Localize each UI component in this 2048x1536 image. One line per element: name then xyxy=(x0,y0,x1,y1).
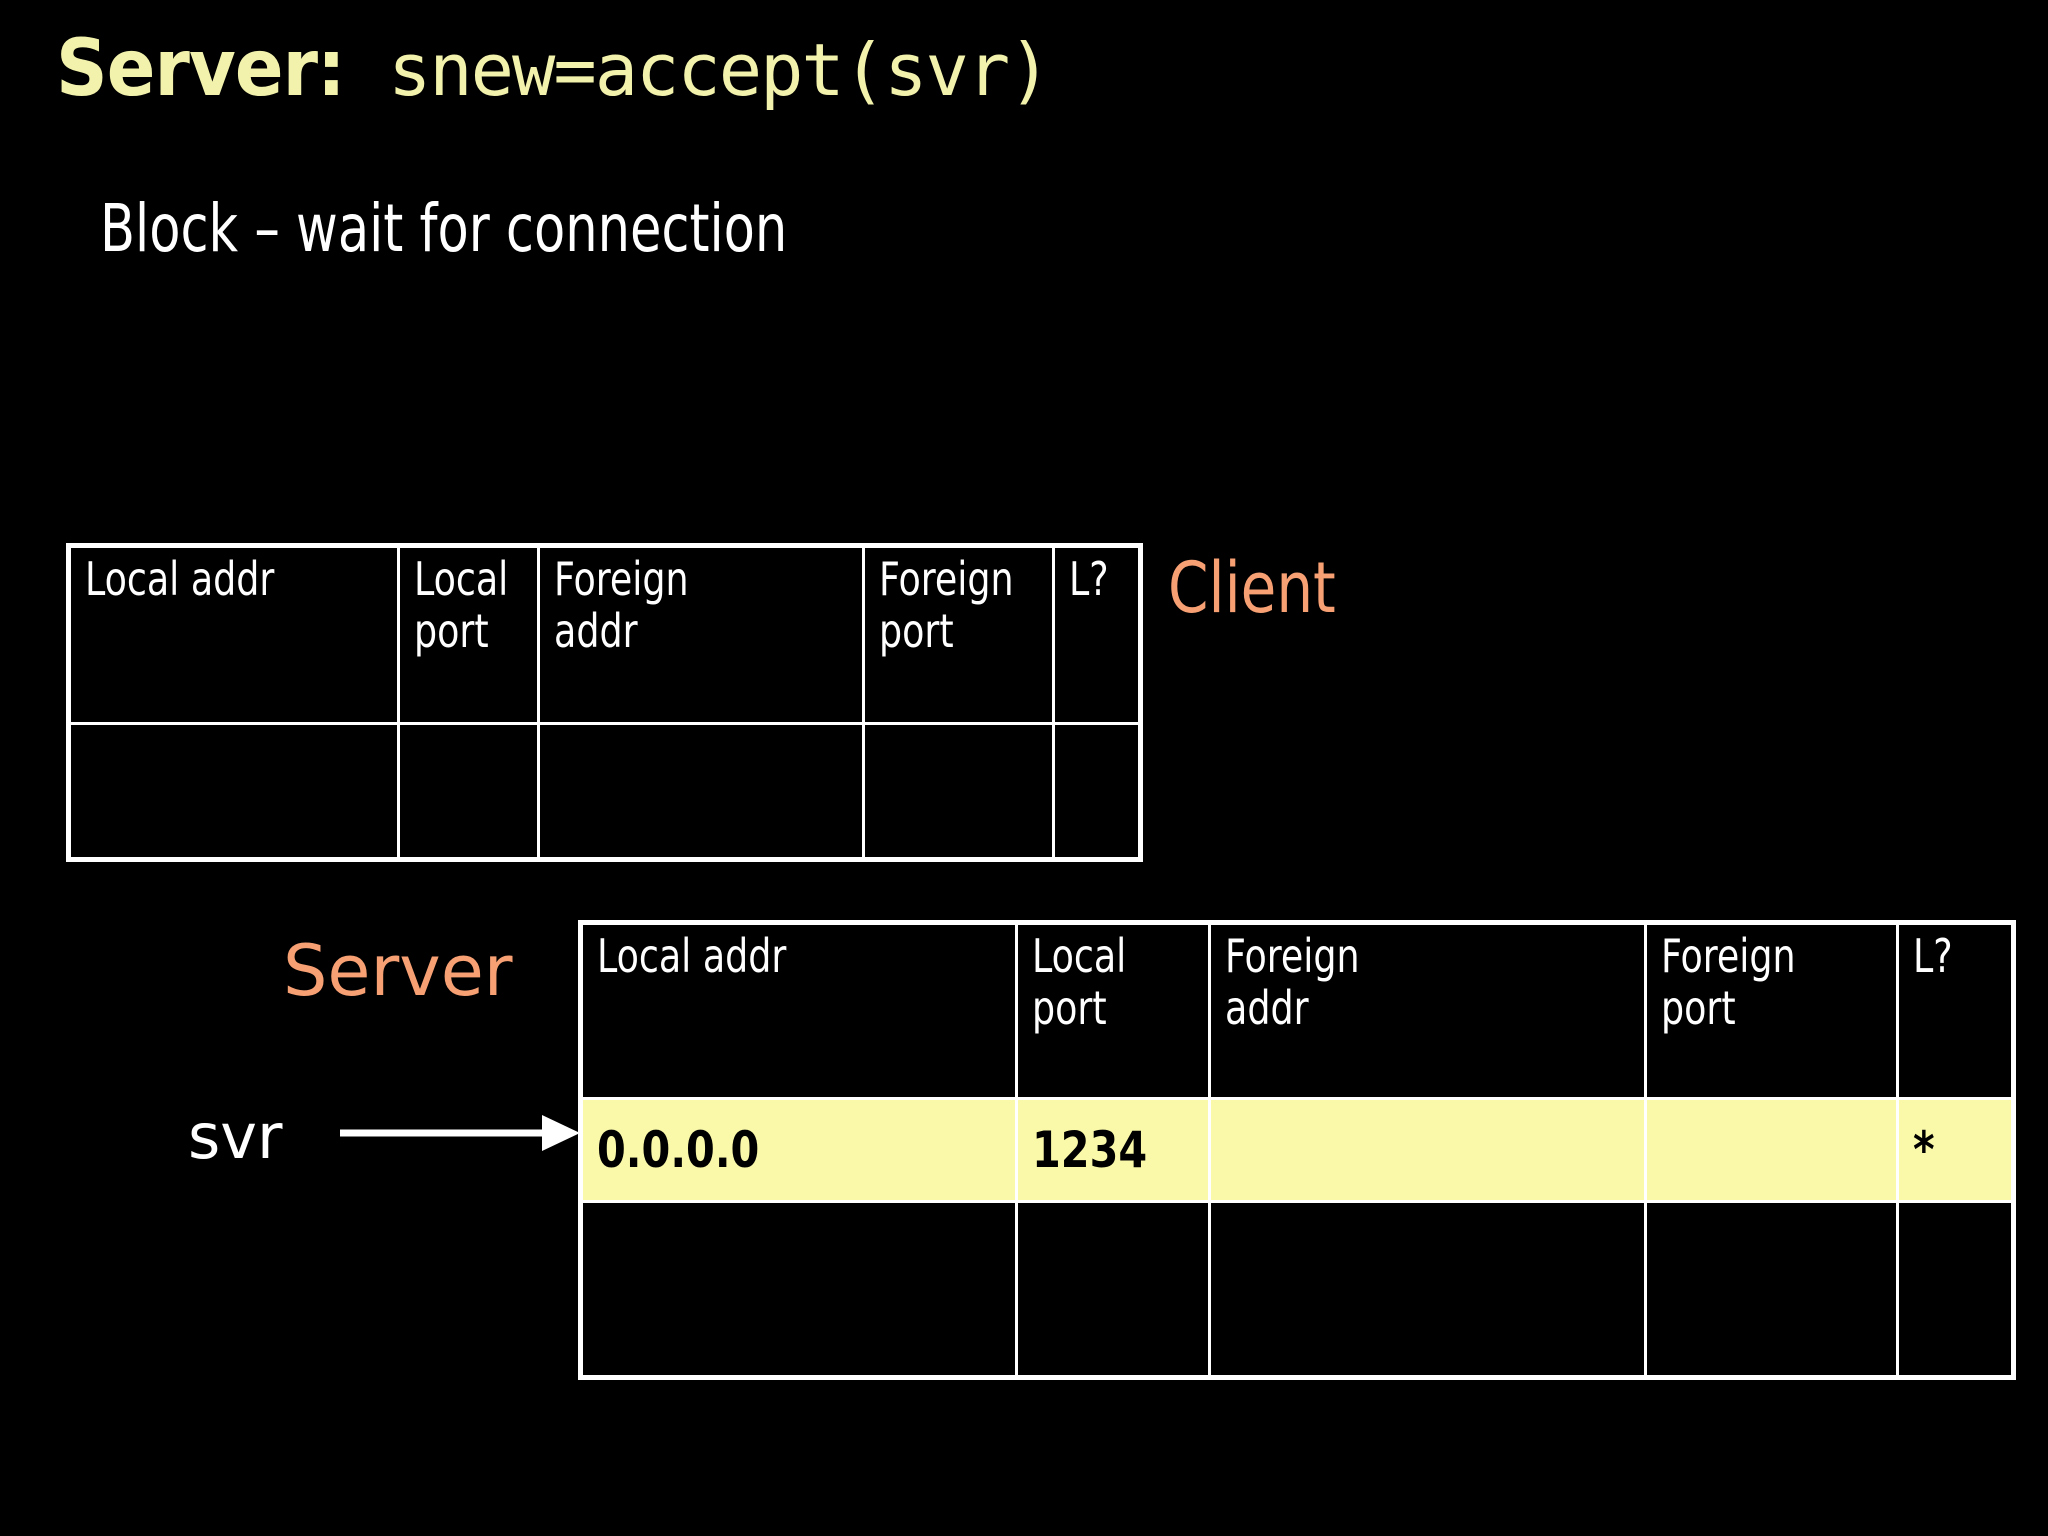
client-socket-table: Local addr Local port Foreign addr Forei… xyxy=(66,543,1143,862)
client-table-label: Client xyxy=(1168,547,1336,629)
server-cell2-listening xyxy=(1895,1200,2016,1379)
client-table-row xyxy=(67,722,1142,861)
slide-subtitle: Block – wait for connection xyxy=(100,190,788,267)
server-table-header-row: Local addr Local port Foreign addr Forei… xyxy=(578,921,2016,1100)
server-header-foreign-addr: Foreign addr xyxy=(1208,921,1648,1100)
server-cell2-local-addr xyxy=(578,1200,1019,1379)
server-cell-local-port: 1234 xyxy=(1015,1097,1212,1203)
client-cell-listening xyxy=(1052,722,1142,861)
server-cell-local-addr: 0.0.0.0 xyxy=(578,1097,1019,1203)
server-table-label: Server xyxy=(283,930,513,1012)
client-cell-foreign-port xyxy=(862,722,1055,861)
server-cell-foreign-addr xyxy=(1208,1097,1648,1203)
svr-pointer-arrow-icon xyxy=(340,1115,580,1151)
client-header-foreign-addr: Foreign addr xyxy=(537,544,865,725)
server-cell2-foreign-port xyxy=(1644,1200,1899,1379)
server-header-listening: L? xyxy=(1895,921,2016,1100)
client-header-foreign-port: Foreign port xyxy=(862,544,1055,725)
client-cell-foreign-addr xyxy=(537,722,865,861)
server-cell2-local-port xyxy=(1015,1200,1212,1379)
server-header-local-port: Local port xyxy=(1015,921,1212,1100)
server-socket-table: Local addr Local port Foreign addr Forei… xyxy=(578,920,2016,1380)
client-cell-local-port xyxy=(397,722,540,861)
client-table-header-row: Local addr Local port Foreign addr Forei… xyxy=(67,544,1142,725)
server-cell2-foreign-addr xyxy=(1208,1200,1648,1379)
slide-title: Server: snew=accept(svr) xyxy=(56,24,1052,114)
title-code-literal: snew=accept(svr) xyxy=(387,28,1052,112)
client-cell-local-addr xyxy=(67,722,400,861)
client-header-listening: L? xyxy=(1052,544,1142,725)
client-header-local-port: Local port xyxy=(397,544,540,725)
server-header-foreign-port: Foreign port xyxy=(1644,921,1899,1100)
server-header-local-addr: Local addr xyxy=(578,921,1019,1100)
server-cell-foreign-port xyxy=(1644,1097,1899,1203)
svr-pointer-label: svr xyxy=(188,1100,283,1173)
server-cell-listening: * xyxy=(1895,1097,2016,1203)
client-header-local-addr: Local addr xyxy=(67,544,400,725)
server-table-row-highlighted: 0.0.0.0 1234 * xyxy=(578,1097,2016,1203)
title-prefix: Server: xyxy=(56,24,346,114)
server-table-row xyxy=(578,1200,2016,1379)
